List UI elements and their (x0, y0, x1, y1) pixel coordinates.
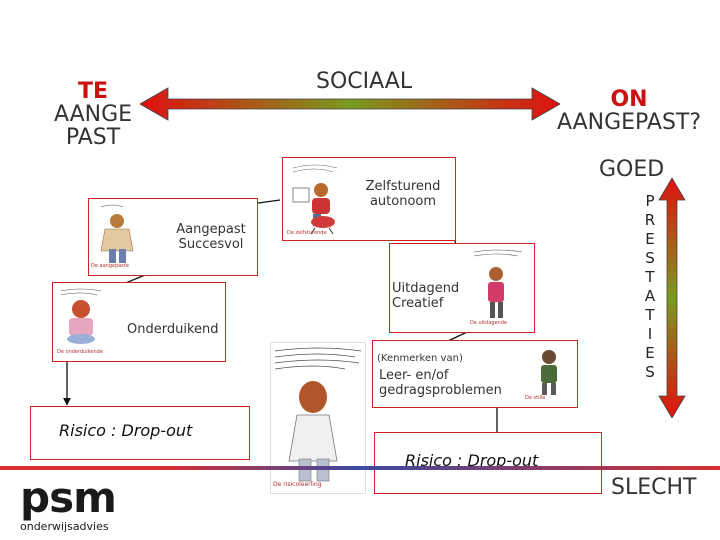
sociaal-label: SOCIAAL (316, 69, 413, 94)
uitdagend-cartoon: De uitdagende (468, 246, 530, 330)
kenmerken-text: (Kenmerken van) (377, 353, 463, 364)
leer-text: Leer- en/of gedragsproblemen (379, 368, 502, 399)
aangepast-question-label: AANGEPAST? (556, 110, 702, 136)
uitdagend-box: Uitdagend Creatief De uitdagende (389, 243, 535, 333)
prestaties-letter: S (645, 249, 655, 267)
succesvol-line: Succesvol (178, 236, 244, 252)
zelfsturend-text: Zelfsturend autonoom (355, 179, 451, 210)
gedragsproblemen-line: gedragsproblemen (379, 382, 502, 398)
psm-logo-brand: psm (20, 473, 117, 522)
aangepast-cartoon: De aangepaste (91, 201, 145, 273)
psm-logo: psm onderwijsadvies (20, 473, 117, 534)
aangepast-box: De aangepaste Aangepast Succesvol (88, 198, 258, 276)
risico-left-box: Risico : Drop-out (30, 406, 250, 460)
aangepast-line: Aangepast (176, 222, 246, 237)
prestaties-letters: P R E S T A T I E S (640, 192, 660, 382)
te-aangepast-label: TE AANGE PAST (48, 80, 138, 149)
psm-logo-sub: onderwijsadvies (20, 520, 109, 533)
slecht-label: SLECHT (611, 475, 697, 500)
on-aangepast-label: ON AANGEPAST? (548, 88, 710, 134)
leer-cartoon: De stille (523, 343, 575, 405)
prestaties-letter: E (645, 230, 655, 248)
risico-right-text: Risico : Drop-out (405, 451, 539, 470)
prestaties-letter: R (644, 211, 656, 229)
prestaties-letter: A (644, 287, 656, 305)
zelfsturend-line: Zelfsturend (365, 179, 441, 194)
te-label: TE (77, 79, 109, 104)
prestaties-letter: E (645, 344, 655, 362)
risicoleerling-cartoon: De risicoleerling (270, 342, 366, 494)
prestaties-letter: I (647, 325, 653, 343)
uitdagend-line: Uitdagend (392, 281, 460, 296)
social-axis-arrow (140, 87, 560, 121)
past-label: PAST (65, 125, 121, 151)
leer-line: Leer- en/of (379, 368, 449, 383)
prestaties-letter: P (645, 192, 655, 210)
autonoom-line: autonoom (369, 193, 437, 209)
aange-label: AANGE (53, 102, 133, 128)
footer-line-right (360, 466, 720, 470)
leer-box: (Kenmerken van) Leer- en/of gedragsprobl… (372, 340, 578, 408)
onderduikend-text: Onderduikend (127, 322, 219, 337)
prestaties-axis-arrow (658, 178, 686, 418)
risico-left-text: Risico : Drop-out (59, 421, 193, 440)
zelfsturend-box: De zelfsturende Zelfsturend autonoom (282, 157, 456, 241)
creatief-line: Creatief (392, 295, 444, 311)
risico-right-box: Risico : Drop-out (374, 432, 602, 494)
aangepast-text: Aangepast Succesvol (171, 222, 251, 253)
footer-line-left (0, 466, 360, 470)
onderduikend-cartoon: De onderduikende (55, 285, 113, 359)
goed-label: GOED (599, 157, 665, 182)
uitdagend-text: Uitdagend Creatief (392, 281, 460, 312)
on-label: ON (610, 87, 648, 112)
prestaties-letter: S (645, 363, 655, 381)
prestaties-letter: T (645, 268, 655, 286)
zelfsturend-cartoon: De zelfsturende (285, 160, 345, 238)
onderduikend-box: De onderduikende Onderduikend (52, 282, 226, 362)
prestaties-letter: T (645, 306, 655, 324)
